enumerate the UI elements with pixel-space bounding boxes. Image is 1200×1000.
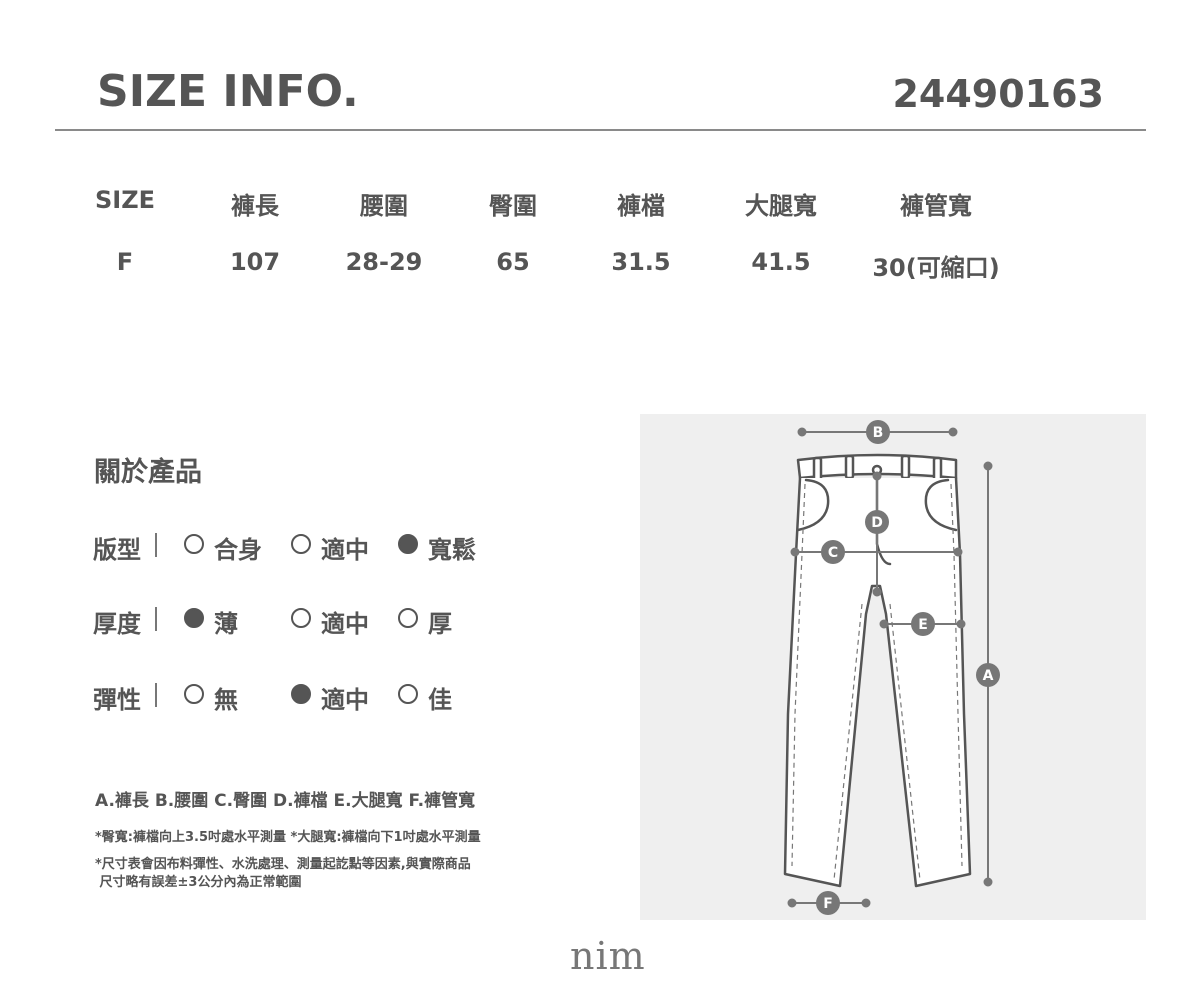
option-indicator xyxy=(398,534,418,554)
marker-label-e: E xyxy=(918,617,928,633)
brand-logo: nim xyxy=(570,934,646,978)
length-value: 107 xyxy=(229,248,281,276)
waist-value: 28-29 xyxy=(345,248,423,276)
pants-illustration: B C D E A F xyxy=(783,420,1000,915)
attribute-divider xyxy=(155,607,157,631)
option-indicator xyxy=(398,684,418,704)
option-label: 寬鬆 xyxy=(428,536,476,564)
hip-column-header: 臀圍 xyxy=(489,192,537,220)
option-label: 適中 xyxy=(321,686,369,714)
marker-label-a: A xyxy=(983,668,994,684)
option-indicator xyxy=(291,608,311,628)
measurement-legend: A.褲長 B.腰圍 C.臀圍 D.褲檔 E.大腿寬 F.褲管寬 xyxy=(95,791,476,811)
marker-a: A xyxy=(976,663,1000,687)
marker-label-b: B xyxy=(873,425,884,441)
pants-diagram: B C D E A F xyxy=(640,414,1146,920)
option-label: 無 xyxy=(214,686,238,714)
option-indicator xyxy=(184,684,204,704)
marker-c: C xyxy=(821,540,845,564)
option-label: 薄 xyxy=(214,610,238,638)
thigh-value: 41.5 xyxy=(751,248,811,276)
hem-column-header: 褲管寬 xyxy=(900,192,972,220)
option-label: 合身 xyxy=(214,536,262,564)
rise-value: 31.5 xyxy=(611,248,671,276)
hem-value: 30(可縮口) xyxy=(872,254,1000,282)
attribute-label: 彈性 xyxy=(93,686,141,714)
marker-label-d: D xyxy=(871,515,883,531)
option-label: 厚 xyxy=(428,610,452,638)
option-indicator xyxy=(184,608,204,628)
product-code: 24490163 xyxy=(892,72,1104,116)
marker-d: D xyxy=(865,510,889,534)
size-value: F xyxy=(116,248,134,276)
about-product-title: 關於產品 xyxy=(94,457,202,488)
option-indicator xyxy=(291,534,311,554)
header-divider xyxy=(55,129,1146,131)
marker-label-c: C xyxy=(828,545,838,561)
rise-column-header: 褲檔 xyxy=(617,192,665,220)
waist-column-header: 腰圍 xyxy=(360,192,408,220)
marker-e: E xyxy=(911,612,935,636)
marker-f: F xyxy=(816,891,840,915)
thigh-column-header: 大腿寬 xyxy=(745,192,817,220)
option-label: 適中 xyxy=(321,536,369,564)
size-column-header: SIZE xyxy=(94,186,155,214)
option-indicator xyxy=(184,534,204,554)
option-indicator xyxy=(291,684,311,704)
attribute-label: 厚度 xyxy=(93,610,141,638)
disclaimer-note-continued: 尺寸略有誤差±3公分內為正常範圍 xyxy=(95,875,302,890)
attribute-divider xyxy=(155,683,157,707)
attribute-divider xyxy=(155,533,157,557)
disclaimer-note: *尺寸表會因布料彈性、水洗處理、測量起訖點等因素,與實際商品 xyxy=(95,857,471,872)
marker-label-f: F xyxy=(823,896,833,912)
option-label: 佳 xyxy=(428,686,452,714)
hip-value: 65 xyxy=(496,248,530,276)
length-column-header: 褲長 xyxy=(231,192,279,220)
option-indicator xyxy=(398,608,418,628)
attribute-label: 版型 xyxy=(93,536,141,564)
page-title: SIZE INFO. xyxy=(97,66,359,117)
marker-b: B xyxy=(866,420,890,444)
measurement-note: *臀寬:褲檔向上3.5吋處水平測量 *大腿寬:褲檔向下1吋處水平測量 xyxy=(95,830,481,845)
option-label: 適中 xyxy=(321,610,369,638)
